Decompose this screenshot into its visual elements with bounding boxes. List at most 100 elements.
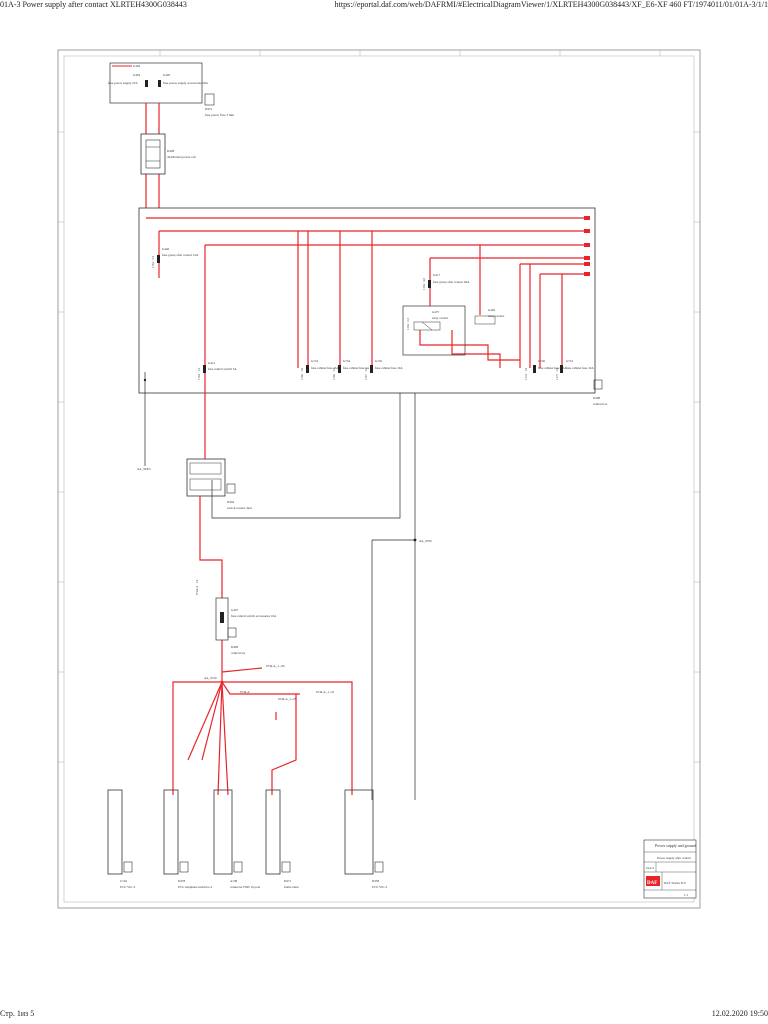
- svg-text:D408: D408: [167, 149, 174, 153]
- module-C104: C104 ECU VIC-3: [107, 789, 136, 889]
- svg-text:G744: G744: [343, 359, 350, 363]
- svg-text:fuse cabinet fuse 10A: fuse cabinet fuse 10A: [375, 366, 403, 370]
- svg-text:D304: D304: [227, 500, 234, 504]
- svg-text:connector FMS 16 pole: connector FMS 16 pole: [230, 885, 261, 889]
- svg-text:fuse power flow 3 link: fuse power flow 3 link: [205, 113, 234, 117]
- footer-timestamp: 12.02.2020 19:50: [711, 1009, 768, 1018]
- svg-text:fuse cabinet fuse 5A: fuse cabinet fuse 5A: [343, 366, 370, 370]
- title-heading: Power supply and ground: [655, 843, 696, 848]
- svg-text:1157 · 1.0: 1157 · 1.0: [364, 367, 368, 380]
- daf-logo-text: DAF: [647, 881, 657, 886]
- header-url: https://eportal.daf.com/web/DAFRMI/#Elec…: [334, 0, 768, 9]
- svg-text:G741: G741: [566, 359, 573, 363]
- svg-text:D472: D472: [205, 107, 212, 111]
- title-page: 1/1: [684, 893, 688, 897]
- daf-logo-icon: [646, 876, 660, 886]
- svg-text:D408: D408: [593, 396, 600, 400]
- module-A138: A138 connector FMS 16 pole: [213, 789, 261, 889]
- diagram-frame-outer: [57, 49, 701, 909]
- title-subtitle: Power supply after contact: [657, 856, 691, 860]
- svg-text:1156 · 1.0: 1156 · 1.0: [332, 367, 336, 380]
- fuse-G412: G412 fuse central switch 5A: [203, 361, 237, 373]
- fuse-G743: G743 fuse cabinet fuse 15A: [306, 359, 339, 373]
- svg-text:ECU VIC-3: ECU VIC-3: [372, 885, 388, 889]
- fuse-G404: [145, 80, 148, 87]
- header-title: 01A-3 Power supply after contact XLRTEH4…: [0, 0, 187, 9]
- bus-terminals: [584, 216, 590, 276]
- svg-text:frame ident: frame ident: [284, 885, 299, 889]
- svg-text:G467: G467: [231, 608, 238, 612]
- node-9744-01: 9744-A_1...01: [316, 690, 335, 694]
- svg-text:D471: D471: [284, 879, 291, 883]
- svg-text:fuse cabinet fuse 10A: fuse cabinet fuse 10A: [566, 366, 594, 370]
- central-box-D408: [138, 207, 596, 394]
- fuse-G740: G740 fuse cabinet fuse 7,5A: [533, 359, 567, 373]
- svg-text:fuse cabinet fuse 7,5A: fuse cabinet fuse 7,5A: [538, 366, 567, 371]
- node-AA-9PK3: AA_9PK3: [137, 467, 151, 471]
- fuse-box-top: G404 G404 fuse power supply 25A G405 fus…: [108, 62, 234, 117]
- node-9744-05: 9744-A_1...05: [278, 697, 297, 701]
- module-D471: D471 frame ident: [265, 789, 299, 889]
- svg-text:G745: G745: [375, 359, 382, 363]
- svg-text:central box: central box: [231, 651, 246, 655]
- footer-page: Стр. 1из 5: [0, 1009, 35, 1018]
- frame-ruler-ticks: [58, 50, 700, 763]
- svg-text:G412: G412: [208, 361, 215, 365]
- svg-text:relay contact: relay contact: [432, 316, 448, 320]
- label-G404-box: G404: [133, 64, 140, 68]
- fuse-G405: [158, 80, 161, 87]
- svg-text:ECU telephone interface 4: ECU telephone interface 4: [178, 885, 212, 889]
- node-9744: 9744-A: [240, 690, 250, 694]
- connector-D472: [204, 93, 215, 106]
- title-brand-sub: DAF Trucks N.V.: [664, 881, 687, 885]
- svg-text:1154 · 4.0: 1154 · 4.0: [422, 277, 426, 290]
- svg-text:9744-A · 1.0: 9744-A · 1.0: [195, 579, 199, 595]
- rail-D408: D408 distribution power rail: [140, 133, 196, 175]
- node-AA-9700: AA_9700: [419, 539, 432, 543]
- module-D358: D358 ECU VIC-3: [344, 789, 388, 889]
- svg-text:1156 · 1.0: 1156 · 1.0: [300, 367, 304, 380]
- power-drops: [158, 231, 563, 395]
- node-9744-06: 9744-A_1...06: [266, 664, 285, 668]
- svg-text:G475: G475: [432, 310, 439, 314]
- fuse-G417: G417 fuse group after contact 60A: [428, 273, 470, 288]
- wire-to-G467: [199, 395, 223, 672]
- svg-text:G740: G740: [538, 359, 545, 363]
- svg-text:G404: G404: [133, 73, 140, 77]
- svg-text:1174 · 1.0: 1174 · 1.0: [524, 367, 528, 380]
- svg-text:distribution power rail: distribution power rail: [167, 155, 196, 159]
- fuse-G745: G745 fuse cabinet fuse 10A: [370, 359, 403, 373]
- svg-text:G743: G743: [311, 359, 318, 363]
- svg-text:1154 · 1.5: 1154 · 1.5: [197, 367, 201, 380]
- svg-text:ECU VIC-3: ECU VIC-3: [120, 885, 136, 889]
- svg-text:fuse group after contact 60A: fuse group after contact 60A: [433, 280, 470, 284]
- svg-text:fuse central switch 5A: fuse central switch 5A: [208, 367, 237, 371]
- svg-text:G426: G426: [488, 308, 495, 312]
- fuse-G467: G467 fuse central switch accessories 10A…: [215, 597, 277, 655]
- svg-text:D358: D358: [372, 879, 379, 883]
- svg-text:fuse group after contact 10A: fuse group after contact 10A: [162, 253, 199, 257]
- wire-labels: 1154 · 2.5 1154 · 1.5 1156 · 1.0 1156 · …: [151, 255, 559, 380]
- connector-D408-bottom: D408 central box: [593, 379, 608, 406]
- svg-text:central box: central box: [593, 402, 608, 406]
- svg-text:fuse central switch accessorie: fuse central switch accessories 10A: [231, 614, 277, 618]
- svg-text:fuse cabinet fuse 15A: fuse cabinet fuse 15A: [311, 366, 339, 370]
- svg-text:switch contact dual: switch contact dual: [227, 506, 252, 510]
- fuse-G446: G446 fuse group after contact 10A: [157, 247, 199, 263]
- svg-text:G417: G417: [433, 273, 440, 277]
- svg-text:1154 · 2.5: 1154 · 2.5: [151, 255, 155, 268]
- wires-top-to-rail: [145, 103, 160, 208]
- title-sheet: 01A-3: [646, 866, 655, 870]
- svg-text:1154 · 2.5: 1154 · 2.5: [406, 317, 410, 330]
- title-block: Power supply and ground Power supply aft…: [643, 839, 697, 899]
- svg-text:1175 · 1.0: 1175 · 1.0: [555, 367, 559, 380]
- power-bus-lines: [146, 217, 590, 275]
- distribution-wires: [172, 667, 353, 796]
- svg-text:C104: C104: [120, 879, 127, 883]
- diagram-frame-inner: [63, 55, 695, 903]
- fuse-G741: G741 fuse cabinet fuse 10A: [560, 359, 594, 373]
- fuse-G744: G744 fuse cabinet fuse 5A: [338, 359, 370, 373]
- svg-text:D478: D478: [178, 879, 185, 883]
- ground-wires: [144, 372, 416, 800]
- module-D478: D478 ECU telephone interface 4: [163, 789, 212, 889]
